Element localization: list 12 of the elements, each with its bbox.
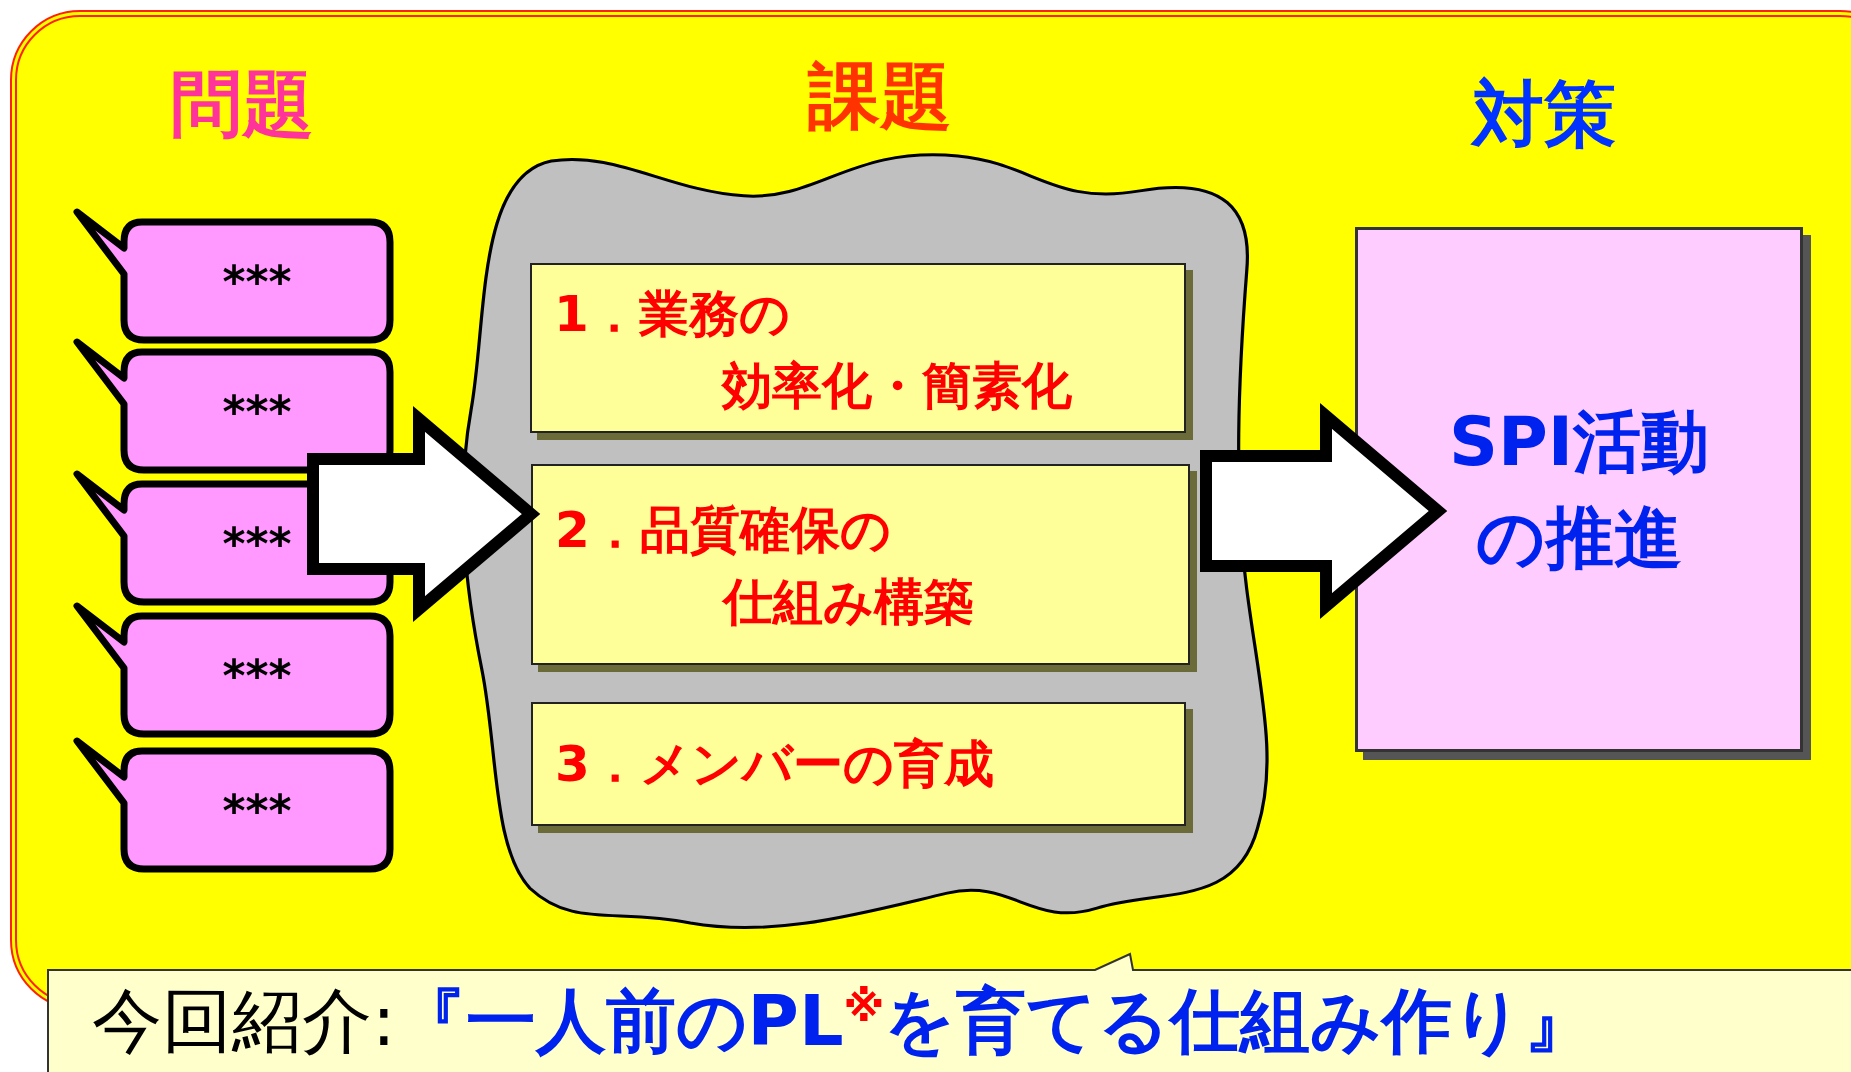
speech-bubble: *** [72, 338, 396, 476]
speech-bubble: *** [72, 208, 396, 346]
heading: 課題 [808, 60, 952, 132]
speech-bubble: *** [72, 737, 396, 875]
heading: 対策 [1472, 78, 1616, 150]
callout-banner [47, 950, 1851, 1072]
block-arrow [1200, 403, 1448, 619]
banner-text: 今回紹介: [92, 979, 396, 1064]
banner-text: 『一人前のPL$^{※}$を育てる仕組み作り』 [395, 979, 1595, 1064]
heading: 問題 [170, 68, 314, 140]
speech-bubble: *** [72, 602, 396, 740]
block-arrow [307, 406, 541, 622]
